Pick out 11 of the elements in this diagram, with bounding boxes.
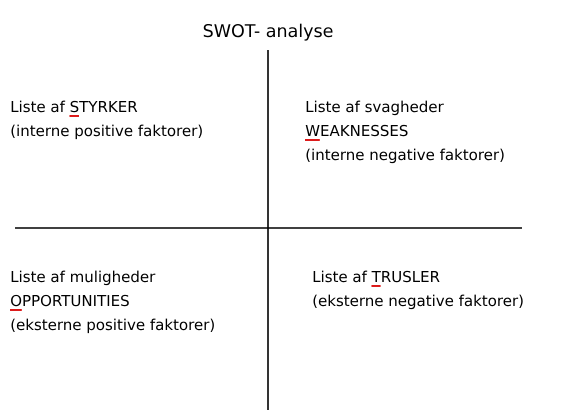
quadrant-text: Liste af muligheder (12, 270, 156, 286)
quadrant-text: WEAKNESSES (306, 124, 408, 136)
quadrant-text: Liste af STYRKER (12, 100, 138, 112)
title: SWOT- analyse (204, 24, 332, 41)
quadrant-text: Liste af svagheder (306, 100, 444, 116)
quadrant-text: OPPORTUNITIES (11, 294, 129, 306)
quadrant-text: (eksterne positive faktorer) (12, 318, 214, 334)
quadrant-text: (interne positive faktorer) (12, 124, 202, 140)
quadrant-text: (interne negative faktorer) (306, 148, 504, 164)
quadrant-text: Liste af TRUSLER (314, 270, 440, 282)
quadrant-text: (eksterne negative faktorer) (313, 294, 523, 310)
